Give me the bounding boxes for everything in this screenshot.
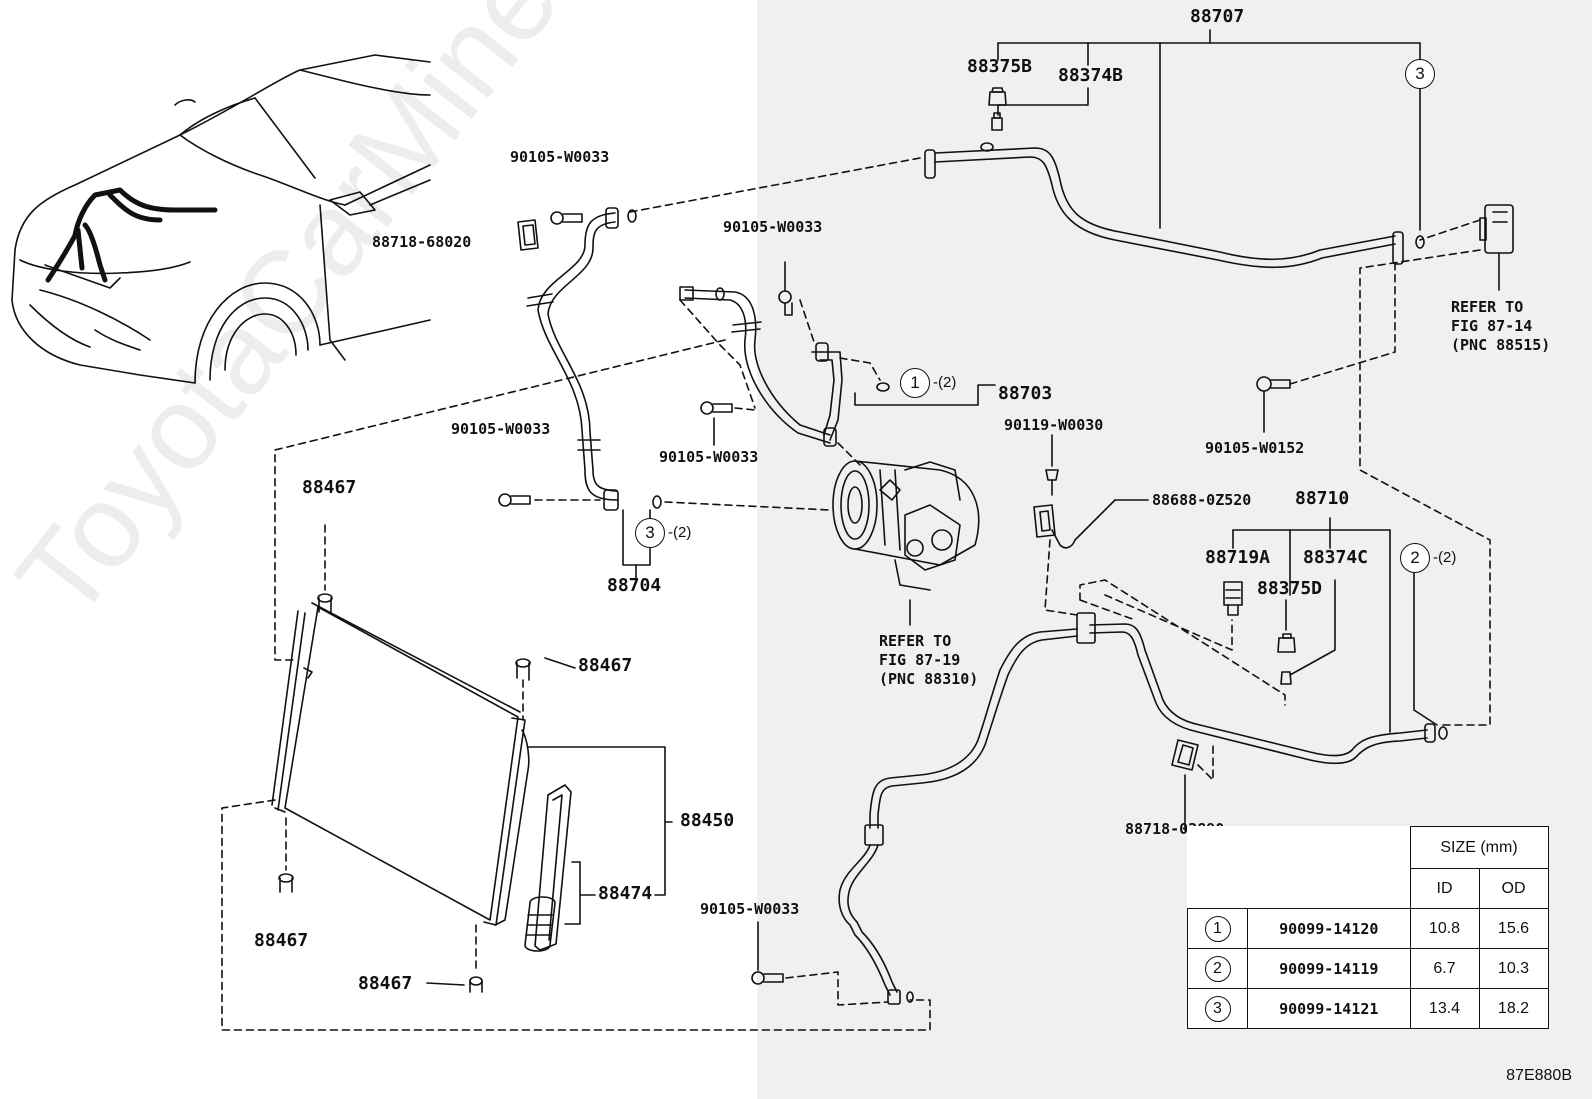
leader-88707	[997, 29, 1421, 231]
row-id: 13.4	[1409, 988, 1480, 1029]
diagram-code: 87E880B	[1506, 1067, 1572, 1084]
label-88703: 88703	[998, 383, 1053, 404]
note-refer-fig-87-14: REFER TO FIG 87-14 (PNC 88515)	[1451, 298, 1551, 354]
leader-88710	[1232, 517, 1438, 733]
bolt-top-a	[550, 211, 583, 225]
label-88474: 88474	[598, 883, 653, 904]
label-90119-W0030: 90119-W0030	[1004, 416, 1104, 434]
label-88704: 88704	[607, 575, 662, 596]
hose-88703	[679, 286, 890, 447]
dashed-guide-upper	[629, 157, 921, 213]
dryer-88474	[524, 784, 572, 952]
label-90105-W0033-a: 90105-W0033	[510, 148, 610, 166]
dashed-88710	[1079, 579, 1286, 706]
row-od: 10.3	[1478, 948, 1549, 989]
dashed-left-frame	[274, 339, 726, 661]
label-90105-W0033-b: 90105-W0033	[723, 218, 823, 236]
label-88718-68020: 88718-68020	[372, 233, 472, 251]
car-hoses	[45, 187, 218, 283]
switch-88719A	[1223, 581, 1243, 616]
note-refer-fig-87-19: REFER TO FIG 87-19 (PNC 88310)	[879, 632, 979, 688]
label-90105-W0033-c: 90105-W0033	[451, 420, 551, 438]
size-table-col-od: OD	[1478, 868, 1549, 909]
condenser-88450	[271, 593, 531, 993]
car-outline	[11, 54, 431, 384]
label-88467-b: 88467	[578, 655, 633, 676]
label-88467-c: 88467	[254, 930, 309, 951]
callout-2-qty: -(2)	[1433, 549, 1457, 566]
bolt-mid-c	[778, 261, 793, 316]
clamp-88718-02890	[1171, 739, 1199, 831]
bolt-bottom-e	[751, 921, 784, 985]
size-table-header: SIZE (mm)	[1409, 826, 1549, 869]
label-88467-d: 88467	[358, 973, 413, 994]
compressor	[832, 460, 980, 626]
valve-88374C	[1280, 671, 1292, 685]
label-90105-W0152: 90105-W0152	[1205, 439, 1305, 457]
label-88688-0Z520: 88688-0Z520	[1152, 491, 1252, 509]
row-number: 2	[1204, 955, 1231, 982]
row-od: 15.6	[1478, 908, 1549, 949]
hose-88704	[526, 207, 662, 511]
dashed-88704-compressor	[664, 501, 831, 511]
callout-3-a-qty: -(2)	[668, 524, 692, 541]
clip-88688	[1033, 434, 1149, 549]
leader-88450-88474	[426, 657, 673, 986]
callout-1-qty: -(2)	[933, 374, 957, 391]
row-id: 10.8	[1409, 908, 1480, 949]
label-88374C: 88374C	[1303, 547, 1369, 568]
callout-2: 2	[1400, 543, 1430, 573]
dashed-condenser	[285, 524, 524, 971]
label-90105-W0033-e: 90105-W0033	[700, 900, 800, 918]
callout-3-b: 3	[1405, 59, 1435, 89]
label-88719A: 88719A	[1205, 547, 1271, 568]
row-part: 90099-14120	[1247, 908, 1411, 949]
leader-88703	[854, 384, 996, 406]
row-number: 1	[1204, 915, 1231, 942]
dashed-w0152	[1289, 261, 1396, 385]
label-88710: 88710	[1295, 488, 1350, 509]
bolt-mid-d	[700, 401, 733, 446]
dashed-bottom-frame	[221, 799, 931, 1031]
callout-3-a: 3	[635, 518, 665, 548]
row-number: 3	[1204, 995, 1231, 1022]
pipe-88710	[838, 612, 1448, 1005]
row-od: 18.2	[1478, 988, 1549, 1029]
dashed-bolt-e	[785, 971, 889, 1006]
label-88375B: 88375B	[967, 56, 1033, 77]
bolt-90105-W0152	[1256, 376, 1291, 433]
valve-88375B	[988, 87, 1007, 106]
table-row: 2 90099-14119 6.7 10.3	[1187, 948, 1549, 989]
label-88374B: 88374B	[1058, 65, 1124, 86]
size-table: SIZE (mm) ID OD 1 90099-14120 10.8 15.6 …	[1187, 826, 1549, 1029]
dashed-bolt-d	[734, 407, 756, 411]
bolt-left-b	[498, 493, 531, 507]
label-88467-a: 88467	[302, 477, 357, 498]
size-table-col-id: ID	[1409, 868, 1480, 909]
label-88450: 88450	[680, 810, 735, 831]
row-id: 6.7	[1409, 948, 1480, 989]
table-row: 1 90099-14120 10.8 15.6	[1187, 908, 1549, 949]
dashed-guide-right	[1359, 219, 1491, 726]
table-row: 3 90099-14121 13.4 18.2	[1187, 988, 1549, 1029]
dashed-88688	[1044, 539, 1078, 616]
valve-88374B	[991, 112, 1003, 131]
row-part: 90099-14121	[1247, 988, 1411, 1029]
dashed-88703	[679, 299, 881, 409]
valve-88375D	[1277, 599, 1296, 653]
label-90105-W0033-d: 90105-W0033	[659, 448, 759, 466]
row-part: 90099-14119	[1247, 948, 1411, 989]
pipe-88707	[924, 142, 1425, 269]
label-88707: 88707	[1190, 6, 1245, 27]
label-88375D: 88375D	[1257, 578, 1323, 599]
callout-1: 1	[900, 368, 930, 398]
clamp-88718-68020	[517, 219, 539, 251]
dashed-clamp	[1197, 744, 1214, 781]
expansion-valve	[1479, 204, 1514, 291]
